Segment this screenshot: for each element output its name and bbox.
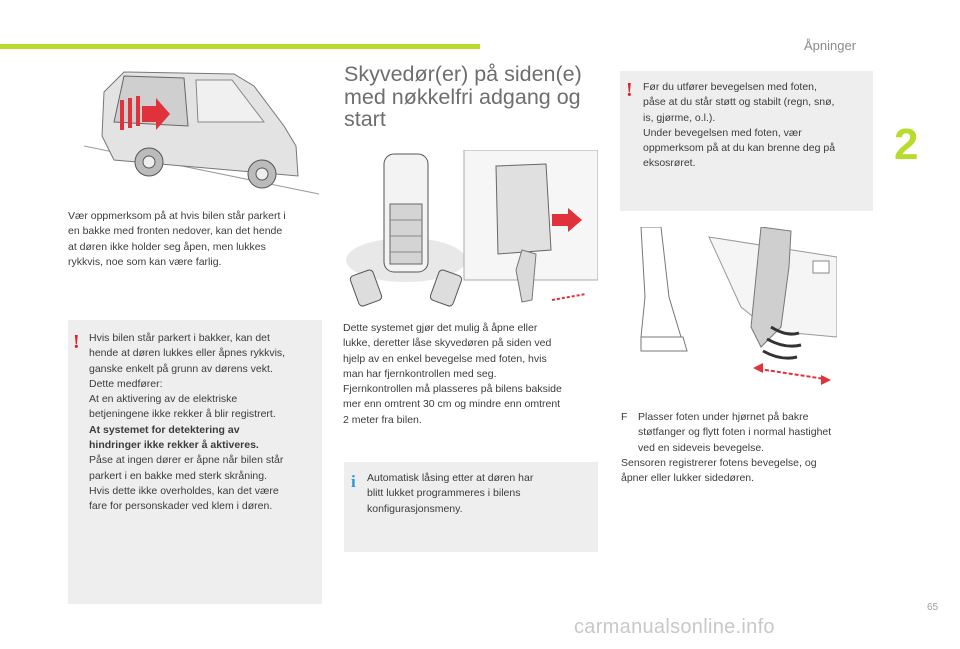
warning-exclamation-icon: !	[73, 331, 80, 353]
section-label: Åpninger	[804, 38, 857, 53]
foot-warning-text: Før du utfører bevegelsen med foten, pås…	[643, 81, 836, 170]
van-slope-illustration	[84, 66, 324, 198]
slope-intro-text: Vær oppmerksom på at hvis bilen står par…	[68, 210, 286, 268]
keyless-door-illustration	[346, 150, 598, 310]
info-icon: i	[351, 472, 356, 491]
foot-warning-box	[620, 71, 873, 211]
page-number: 65	[927, 602, 939, 613]
section-heading: Skyvedør(er) på siden(e) med nøkkelfri a…	[344, 62, 582, 131]
foot-instruction: F Plasser foten under hjørnet på bakre s…	[621, 411, 832, 485]
auto-lock-info-box	[344, 462, 598, 552]
foot-gesture-illustration	[621, 227, 837, 397]
warning-exclamation-icon: !	[626, 79, 633, 101]
accent-bar	[0, 44, 480, 49]
slope-warning-text: Hvis bilen står parkert i bakker, kan de…	[89, 332, 286, 513]
system-description-text: Dette systemet gjør det mulig å åpne ell…	[343, 322, 562, 426]
auto-lock-info-text: Automatisk låsing etter at døren har bli…	[367, 472, 534, 515]
chapter-number: 2	[894, 120, 919, 169]
watermark: carmanualsonline.info	[574, 616, 775, 638]
slope-warning-box	[68, 320, 322, 604]
bullet-marker: F	[621, 411, 628, 423]
